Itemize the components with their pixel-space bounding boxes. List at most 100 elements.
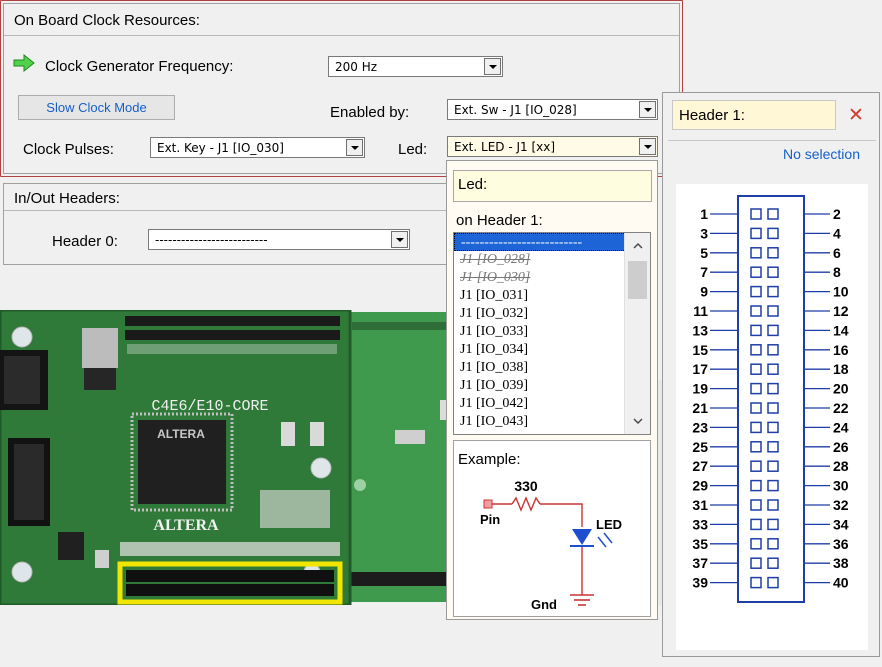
pin-list-item[interactable]: J1 [IO_034] — [460, 342, 529, 357]
pin-number-right: 12 — [833, 303, 849, 319]
board-brand-text: ALTERA — [153, 517, 219, 534]
pin-square[interactable] — [750, 266, 762, 278]
on-header-label: on Header 1: — [456, 212, 543, 229]
pin-number-left: 29 — [692, 478, 708, 494]
pin-square[interactable] — [767, 499, 779, 511]
pin-square[interactable] — [750, 227, 762, 240]
clock-resources-frame — [0, 0, 683, 177]
pin-list-item[interactable]: J1 [IO_039] — [460, 378, 529, 393]
clock-pulses-select[interactable]: Ext. Key - J1 [IO_030] — [150, 137, 365, 158]
scroll-down-icon[interactable] — [625, 408, 650, 434]
slow-clock-mode-button[interactable]: Slow Clock Mode — [18, 95, 175, 120]
pin-number-left: 21 — [692, 400, 708, 416]
pin-number-left: 1 — [700, 206, 708, 222]
pin-square[interactable] — [750, 421, 762, 434]
io-headers-title: In/Out Headers: — [4, 184, 451, 211]
pin-square[interactable] — [750, 518, 762, 531]
pin-square[interactable] — [750, 382, 762, 395]
board-name-text: C4E6/E10-CORE — [151, 398, 268, 415]
pin-square[interactable] — [767, 421, 779, 434]
pin-number-right: 36 — [833, 536, 849, 552]
pin-square[interactable] — [750, 247, 762, 259]
pin-square[interactable] — [767, 305, 779, 317]
clock-generator-label: Clock Generator Frequency: — [45, 58, 234, 75]
chevron-down-icon — [346, 139, 363, 156]
pin-square[interactable] — [750, 344, 762, 356]
pin-square[interactable] — [750, 402, 762, 414]
close-icon[interactable]: ✕ — [848, 104, 864, 126]
pin-square[interactable] — [767, 344, 779, 356]
clock-resources-title: On Board Clock Resources: — [4, 4, 679, 36]
pin-list-item[interactable]: J1 [IO_031] — [460, 288, 529, 303]
pin-square[interactable] — [767, 247, 779, 259]
pin-square[interactable] — [767, 479, 779, 492]
pin-list[interactable]: --------------------------J1 [IO_028] J1 … — [453, 232, 651, 435]
pin-square[interactable] — [750, 208, 762, 220]
pin-number-right: 4 — [833, 225, 841, 241]
header-outline — [737, 195, 805, 603]
pin-square[interactable] — [767, 266, 779, 278]
pin-square[interactable] — [767, 285, 779, 298]
scroll-up-icon[interactable] — [625, 233, 650, 259]
enabled-by-select[interactable]: Ext. Sw - J1 [IO_028] — [447, 99, 658, 120]
pin-square[interactable] — [750, 441, 762, 453]
pin-list-item[interactable]: J1 [IO_038] — [460, 360, 529, 375]
pin-square[interactable] — [750, 363, 762, 375]
pin-square[interactable] — [767, 557, 779, 569]
clock-generator-select[interactable]: 200 Hz — [328, 56, 503, 77]
led-circuit-diagram: 330 Pin LED Gnd — [480, 478, 622, 612]
led-select[interactable]: Ext. LED - J1 [xx] — [447, 136, 658, 157]
pin-list-item[interactable]: J1 [IO_028] — [460, 252, 531, 267]
pin-square[interactable] — [750, 305, 762, 317]
pin-square[interactable] — [750, 576, 762, 589]
pin-square[interactable] — [767, 538, 779, 550]
pin-list-item[interactable]: J1 [IO_032] — [460, 306, 529, 321]
pin-square[interactable] — [767, 441, 779, 453]
pin-square[interactable] — [750, 499, 762, 511]
pin-square[interactable] — [750, 557, 762, 569]
header0-select[interactable]: -------------------------- — [148, 229, 410, 250]
enabled-by-value: Ext. Sw - J1 [IO_028] — [454, 102, 577, 117]
pin-list-item[interactable]: J1 [IO_033] — [460, 324, 529, 339]
pin-square[interactable] — [767, 208, 779, 220]
pin-number-right: 10 — [833, 284, 849, 300]
pin-square[interactable] — [767, 576, 779, 589]
pin-number-right: 22 — [833, 400, 849, 416]
pin-list-item[interactable]: J1 [IO_043] — [460, 414, 529, 429]
pin-square[interactable] — [750, 285, 762, 298]
resistor-value: 330 — [514, 478, 538, 494]
header1-title: Header 1: — [672, 100, 836, 130]
pin-list-item[interactable]: J1 [IO_042] — [460, 396, 529, 411]
scroll-thumb[interactable] — [628, 261, 647, 299]
pin-number-left: 39 — [692, 575, 708, 591]
header1-separator — [668, 140, 876, 141]
pin-number-left: 25 — [692, 439, 708, 455]
pin-number-left: 5 — [700, 245, 708, 261]
pin-square[interactable] — [750, 538, 762, 550]
pin-list-item[interactable]: J1 [IO_030] — [460, 270, 531, 285]
pin-square[interactable] — [767, 518, 779, 531]
pin-square[interactable] — [767, 402, 779, 414]
pin-square[interactable] — [767, 460, 779, 472]
pin-square[interactable] — [750, 460, 762, 472]
green-arrow-icon — [13, 54, 35, 72]
pin-square[interactable] — [767, 382, 779, 395]
pin-square[interactable] — [767, 227, 779, 240]
pin-number-left: 13 — [692, 322, 708, 338]
pin-square[interactable] — [767, 363, 779, 375]
pin-square[interactable] — [767, 324, 779, 337]
clock-pulses-value: Ext. Key - J1 [IO_030] — [157, 140, 284, 155]
pin-list-scrollbar[interactable] — [624, 233, 650, 434]
pin-list-item[interactable]: -------------------------- — [454, 233, 650, 251]
pin-number-right: 16 — [833, 342, 849, 358]
pin-square[interactable] — [750, 324, 762, 337]
pin-square[interactable] — [750, 479, 762, 492]
pin-number-left: 19 — [692, 381, 708, 397]
